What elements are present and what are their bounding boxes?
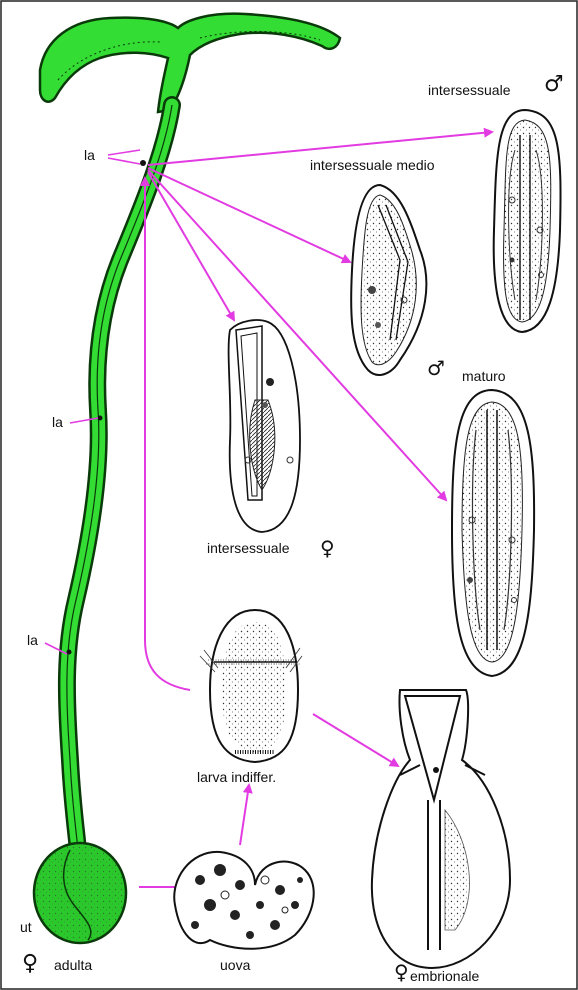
larva-figure (200, 610, 302, 762)
male-symbol-intersex: ♂ (544, 74, 564, 96)
female-symbol-intersex: ♀ (320, 538, 335, 558)
male-symbol-mature: ♂ (427, 358, 445, 378)
mature-male-figure (452, 390, 534, 676)
intersex-male-figure (494, 110, 561, 332)
intersex-medio-figure (351, 185, 426, 375)
label-la-low: la (27, 633, 38, 647)
label-la-top: la (84, 148, 95, 162)
label-ut: ut (20, 920, 32, 934)
label-intersex-medio: intersessuale medio (310, 158, 435, 172)
label-adulta: adulta (54, 958, 92, 972)
female-symbol-adult: ♀ (22, 953, 38, 975)
female-symbol-embryonic: ♀ (394, 962, 409, 982)
label-embrionale: embrionale (410, 969, 479, 983)
embryonic-female-figure (372, 690, 510, 968)
eggs-figure (174, 852, 313, 949)
arrow-larva-to-embryonic (313, 714, 398, 766)
label-larva: larva indiffer. (197, 770, 276, 784)
trunk (67, 105, 172, 850)
label-uova: uova (220, 958, 250, 972)
label-intersex-female: intersessuale (207, 541, 290, 555)
arrow-to-intersex-female (148, 172, 234, 320)
intersex-female-figure (229, 320, 300, 532)
label-la-mid: la (52, 415, 63, 429)
label-maturo: maturo (462, 369, 506, 383)
arrow-eggs-to-larva (240, 785, 249, 845)
proboscis (40, 14, 340, 112)
label-intersex-male: intersessuale (428, 83, 511, 97)
arrow-to-intersex-medio (148, 168, 350, 262)
arrow-larva-to-proboscis (145, 178, 190, 690)
